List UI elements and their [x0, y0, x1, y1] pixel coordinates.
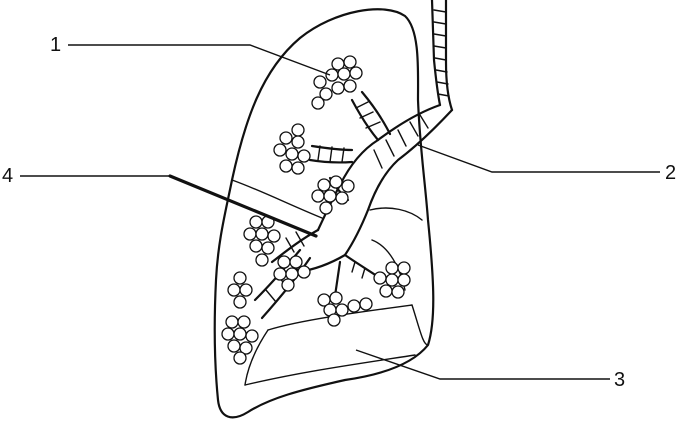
alveoli-cluster-upper — [312, 56, 362, 109]
alveoli-cluster-left-middle — [244, 216, 280, 266]
label-4: 4 — [2, 165, 13, 187]
leader-line-3 — [356, 350, 610, 379]
label-1: 1 — [50, 34, 61, 56]
label-2: 2 — [665, 162, 676, 184]
leader-line-1 — [68, 45, 330, 75]
alveoli-cluster-center — [274, 256, 310, 291]
label-3: 3 — [614, 369, 625, 391]
alveoli-cluster-left-lower — [222, 272, 258, 364]
leader-line-2 — [418, 145, 660, 172]
alveoli-cluster-right-lower — [374, 262, 410, 298]
alveoli-cluster-middle — [312, 176, 354, 214]
alveoli-cluster-left-upper — [274, 124, 310, 174]
alveoli-cluster-lower-center — [318, 292, 372, 326]
